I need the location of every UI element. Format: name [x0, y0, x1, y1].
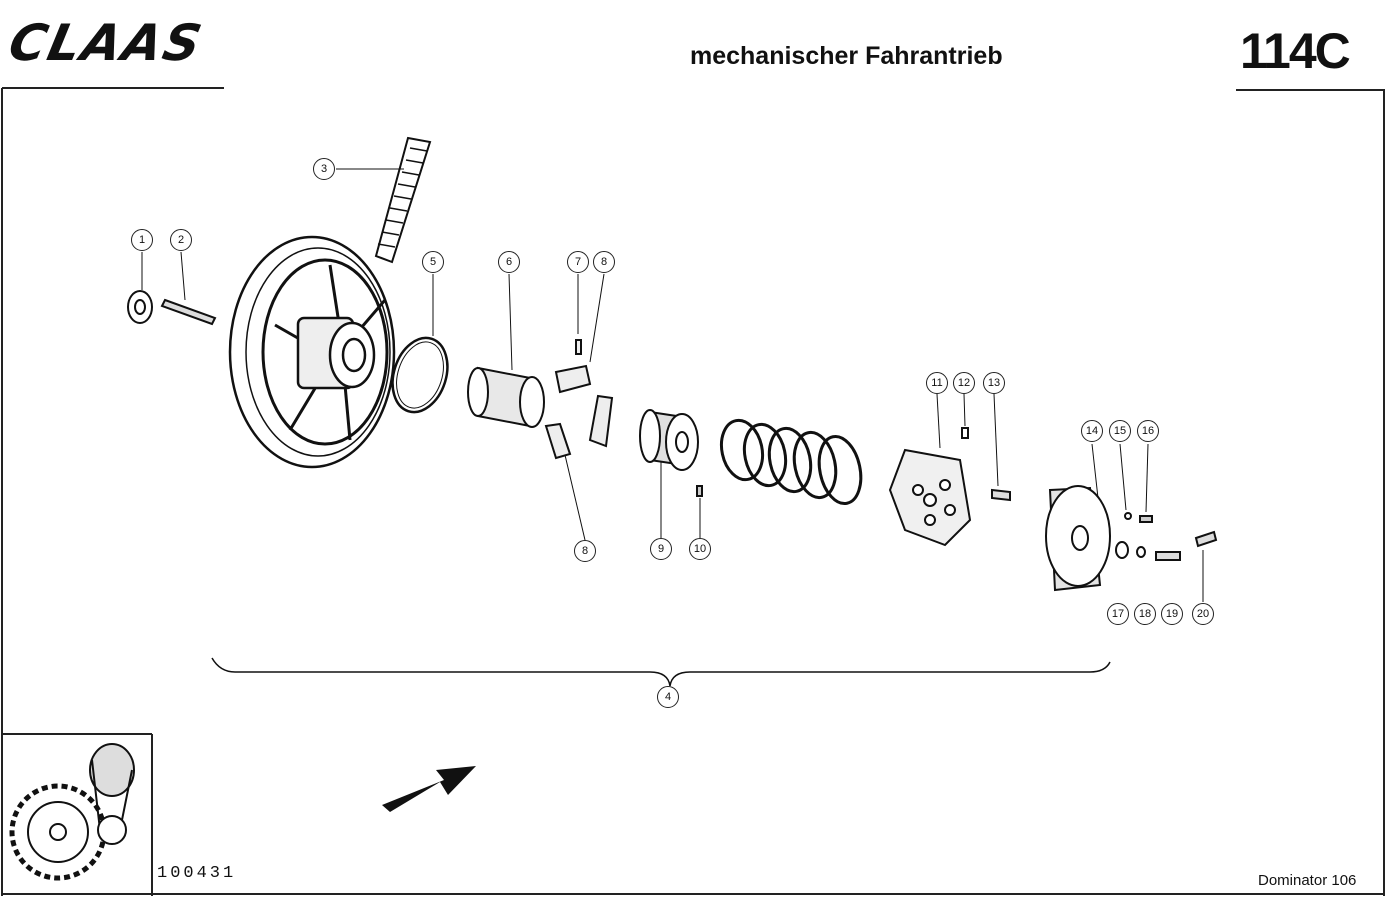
- direction-arrow: [382, 766, 476, 812]
- sheet-frame: [1, 87, 1385, 896]
- o-ring-part: [391, 274, 449, 414]
- callout-2: 2: [170, 229, 192, 251]
- callout-5: 5: [422, 251, 444, 273]
- callout-9: 9: [650, 538, 672, 560]
- brand-logo: CLAAS: [3, 14, 209, 72]
- callout-1: 1: [131, 229, 153, 251]
- segment-parts: [544, 273, 614, 541]
- variator-pulley-part: [228, 235, 396, 469]
- callout-13: 13: [983, 372, 1005, 394]
- callout-4: 4: [657, 686, 679, 708]
- callout-18: 18: [1134, 603, 1156, 625]
- callout-15: 15: [1109, 420, 1131, 442]
- v-belt-part: [336, 136, 432, 264]
- callout-19: 19: [1161, 603, 1183, 625]
- callout-16: 16: [1137, 420, 1159, 442]
- bushing-part: [467, 273, 545, 428]
- spider-hub-part: [888, 393, 1011, 547]
- callout-12: 12: [953, 372, 975, 394]
- location-thumbnail: [9, 743, 135, 881]
- callout-14: 14: [1081, 420, 1103, 442]
- callout-6: 6: [498, 251, 520, 273]
- model-name: Dominator 106: [1258, 872, 1357, 889]
- callout-10: 10: [689, 538, 711, 560]
- assembly-brace: [211, 657, 1111, 687]
- callout-7: 7: [567, 251, 589, 273]
- key-part: [160, 251, 217, 326]
- callout-20: 20: [1192, 603, 1214, 625]
- callout-8-upper: 8: [593, 251, 615, 273]
- callout-11: 11: [926, 372, 948, 394]
- callout-17: 17: [1107, 603, 1129, 625]
- page-title: mechanischer Fahrantrieb: [690, 42, 1003, 70]
- washer-part: [127, 252, 153, 324]
- drum-part: [1045, 443, 1218, 602]
- document-number: 100431: [157, 864, 237, 883]
- page-code: 114C: [1240, 23, 1351, 79]
- callout-8-lower: 8: [574, 540, 596, 562]
- hub-part: [639, 409, 703, 538]
- spring-part: [719, 418, 863, 506]
- callout-3: 3: [313, 158, 335, 180]
